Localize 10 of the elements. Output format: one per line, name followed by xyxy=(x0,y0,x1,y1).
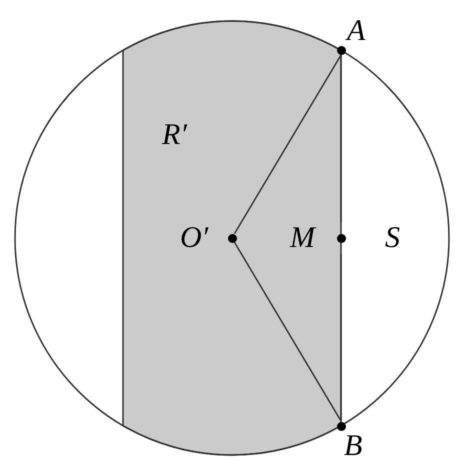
point-label: O′ xyxy=(180,223,208,253)
line-segment xyxy=(234,242,342,422)
point-label: M xyxy=(290,223,315,253)
line-segment xyxy=(340,55,342,222)
point-label: A xyxy=(347,16,366,46)
line-segment xyxy=(340,254,342,421)
line-segment xyxy=(234,54,342,234)
region-label: S xyxy=(385,223,400,253)
point-label: B xyxy=(344,431,362,461)
region-label: R′ xyxy=(162,120,187,150)
